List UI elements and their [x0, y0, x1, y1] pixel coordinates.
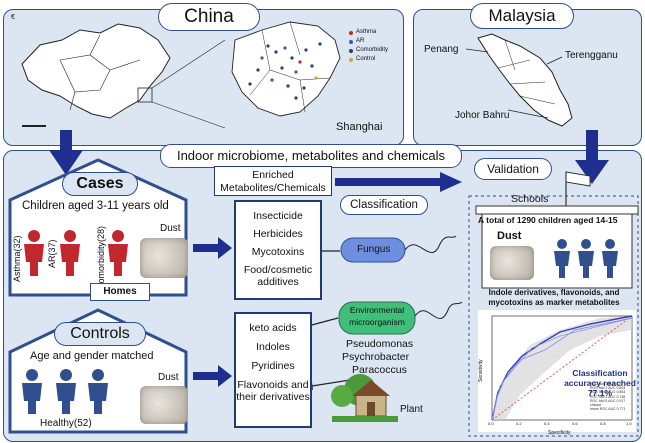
taxon-pseudomonas: Pseudomonas: [346, 338, 414, 350]
metabolite-pyridines: Pyridines: [251, 360, 295, 372]
arrow-malaysia-to-validation: [575, 130, 609, 184]
roc-xlabel: Specificity: [548, 430, 571, 436]
school-child-icon-2: [578, 239, 594, 278]
fungus-label: Fungus: [357, 244, 391, 255]
controls-dust-label: Dust: [158, 372, 179, 383]
taxon-paracoccus: Paracoccus: [352, 364, 407, 376]
plant-icon: [331, 374, 398, 422]
group-asthma: Asthma(32): [12, 235, 22, 282]
legend-ar: AR: [356, 38, 365, 44]
roc-tick-3: 0.6: [572, 421, 578, 426]
arrow-controls-to-metabolites: [193, 365, 232, 387]
china-map: [21, 23, 171, 119]
banner: Indoor microbiome, metabolites and chemi…: [160, 144, 462, 168]
chemical-herbicides: Herbicides: [253, 228, 303, 240]
controls-dust-image: [140, 386, 188, 424]
cohort-text: A total of 1290 children aged 14-15: [478, 215, 618, 225]
roc-accuracy: Classification accuracy reached 77.1%: [564, 368, 636, 398]
chemicals-box: Insecticide Herbicides Mycotoxins Food/c…: [234, 200, 322, 300]
roc-tick-1: 0.2: [516, 421, 522, 426]
metabolite-indoles: Indoles: [256, 341, 290, 353]
china-title: China: [158, 3, 260, 31]
arrow-china-to-cases: [49, 130, 83, 175]
chemical-additives: Food/cosmetic additives: [243, 264, 313, 288]
malaysia-map: [477, 33, 573, 127]
city-penang: Penang: [424, 44, 459, 55]
legend-asthma: Asthma: [356, 29, 377, 35]
shanghai-label: Shanghai: [336, 121, 383, 133]
sample-dots: [248, 42, 322, 100]
cases-dust-label: Dust: [160, 223, 181, 234]
group-healthy: Healthy(52): [40, 418, 92, 429]
legend-comorbidity: Comorbidity: [356, 47, 389, 53]
roc-tick-4: 0.8: [600, 421, 606, 426]
city-johor-bahru: Johor Bahru: [455, 110, 510, 121]
chemical-insecticide: Insecticide: [253, 210, 303, 222]
validation-dashed-box: [468, 195, 639, 437]
china-n-marker: €: [11, 14, 15, 21]
validation-dust-image: [490, 246, 534, 280]
healthy-child-icon-2: [56, 369, 76, 414]
plant-label: Plant: [400, 404, 423, 415]
school-child-icon-1: [554, 239, 570, 278]
env-label: Environmental microorganism: [349, 305, 405, 327]
roc-chart: [491, 315, 633, 421]
roc-tick-2: 0.4: [544, 421, 550, 426]
chemical-mycotoxins: Mycotoxins: [251, 246, 305, 258]
roc-tick-0: 0.0: [488, 421, 494, 426]
healthy-child-icon-3: [88, 369, 108, 414]
arrow-to-validation: [335, 172, 462, 192]
validation-title: Validation: [474, 158, 552, 180]
schools-label: Schools: [511, 193, 549, 205]
asthma-child-icon: [24, 230, 44, 276]
metabolite-keto-acids: keto acids: [249, 322, 297, 334]
metabolites-box: keto acids Indoles Pyridines Flavonoids …: [234, 312, 312, 428]
cases-subtitle: Children aged 3-11 years old: [22, 200, 169, 212]
taxon-psychrobacter: Psychrobacter: [342, 351, 410, 363]
shanghai-map: [231, 21, 341, 117]
ar-child-icon: [60, 230, 80, 276]
cases-dust-image: [140, 238, 188, 278]
enriched-box: Enriched Metabolites/Chemicals: [214, 166, 332, 196]
roc-tick-5: 1.0: [626, 421, 632, 426]
validation-dust-label: Dust: [497, 230, 522, 242]
metabolite-flavonoids: Flavonoids and their derivatives: [236, 379, 310, 403]
env-microorganism-shape: [338, 301, 416, 335]
group-comorbidity: Comorbidity(28): [96, 225, 106, 290]
malaysia-title: Malaysia: [470, 3, 574, 29]
comorbidity-child-icon: [108, 230, 128, 276]
classification-label: Classification: [340, 195, 428, 215]
legend-control: Control: [356, 56, 376, 62]
homes-label: Homes: [90, 283, 150, 301]
roc-legend: ROC fold 1 AUC 0.7 ROC fold 2 AUC 0.803 …: [590, 382, 626, 412]
controls-title: Controls: [54, 322, 146, 346]
city-terengganu: Terengganu: [565, 50, 618, 61]
controls-subtitle: Age and gender matched: [30, 350, 154, 362]
arrow-cases-to-chemicals: [193, 237, 232, 259]
group-ar: AR(37): [47, 239, 57, 268]
roc-ylabel: Sensitivity: [478, 359, 484, 382]
healthy-child-icon-1: [22, 369, 42, 414]
cases-title: Cases: [62, 172, 138, 196]
school-child-icon-3: [602, 239, 618, 278]
china-inset-box: [137, 87, 153, 103]
marker-text: Indole derivatives, flavonoids, and myco…: [488, 288, 620, 307]
